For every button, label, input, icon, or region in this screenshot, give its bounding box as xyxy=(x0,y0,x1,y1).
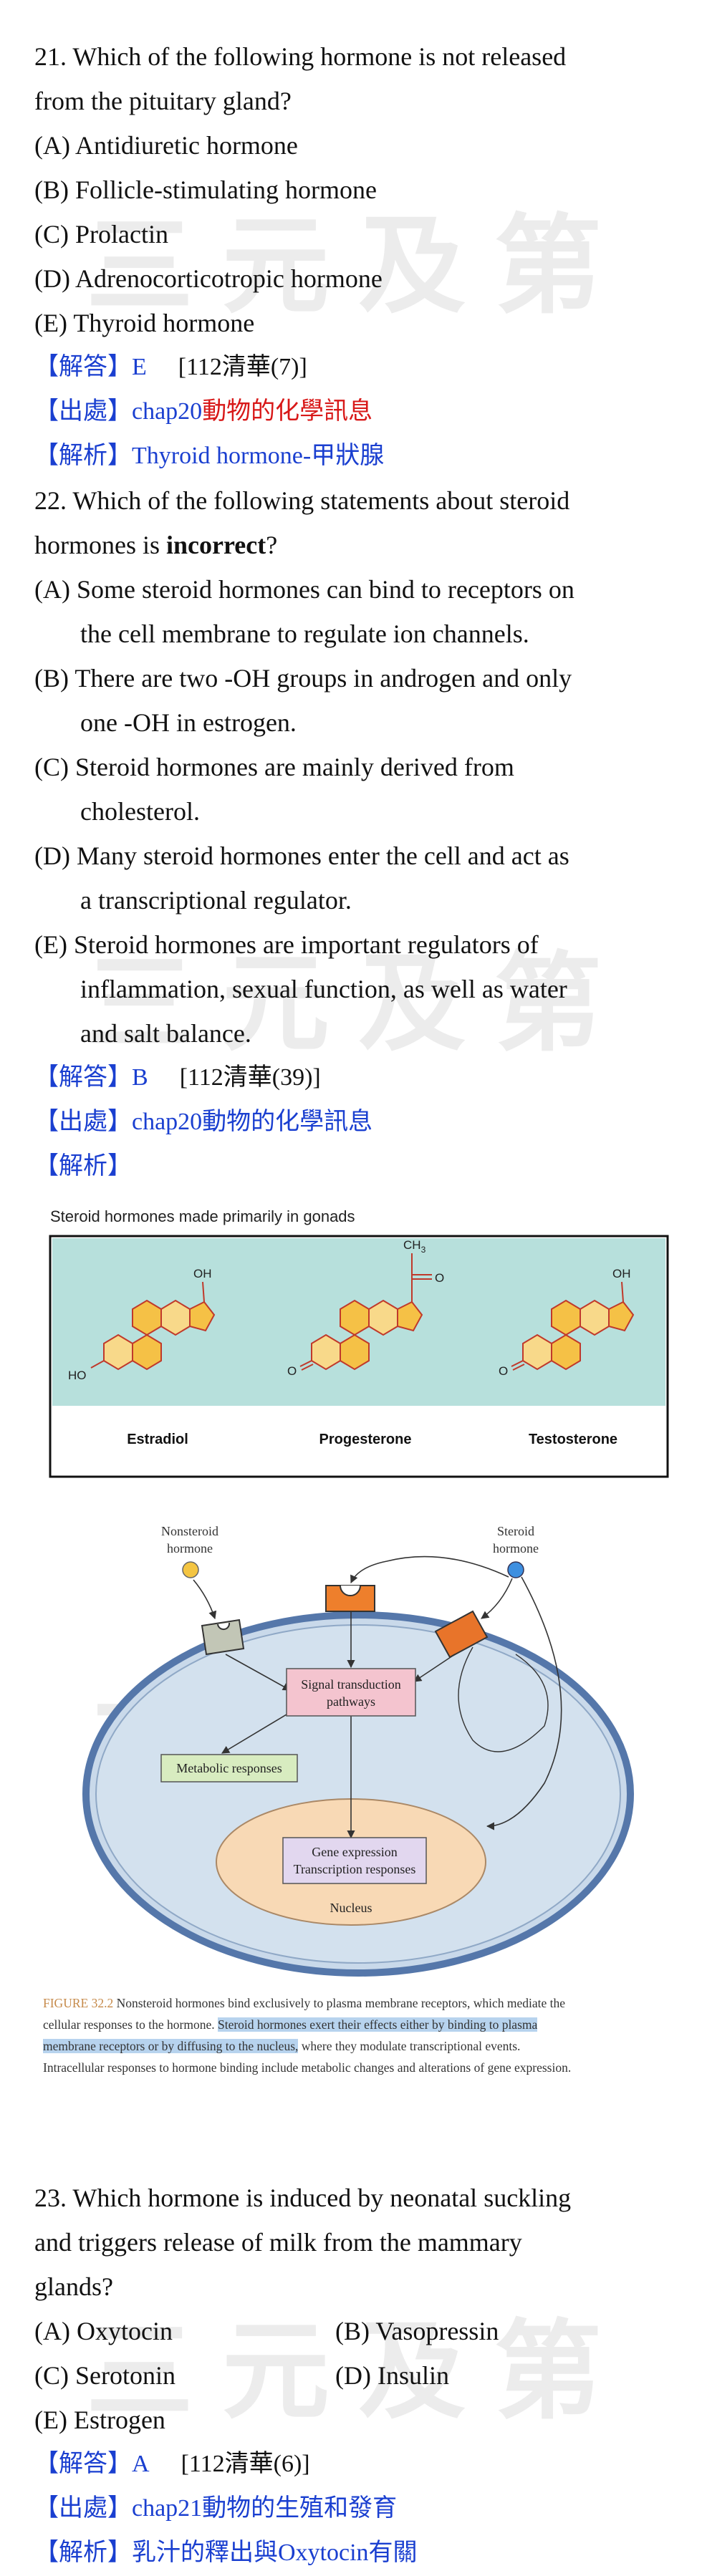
option-c-cont: cholesterol. xyxy=(80,797,200,826)
option-b-cont: one -OH in estrogen. xyxy=(80,708,297,737)
question-line: hormones is incorrect? xyxy=(34,531,278,559)
o-label: O xyxy=(435,1271,444,1285)
analysis-line: 【解析】乳汁的釋出與Oxytocin有關 xyxy=(34,2539,418,2566)
steroid-label: hormone xyxy=(493,1541,539,1555)
nonsteroid-label: Nonsteroid xyxy=(161,1524,218,1538)
signal-label: pathways xyxy=(327,1694,375,1709)
option-c: (C) Prolactin xyxy=(34,220,168,249)
question-22: 22. Which of the following statements ab… xyxy=(34,478,672,1056)
option-d: (D) Insulin xyxy=(335,2361,449,2390)
analysis-line: 【解析】Thyroid hormone-甲狀腺 xyxy=(34,443,385,469)
analysis-line: 【解析】 xyxy=(34,1153,132,1180)
option-e: (E) Steroid hormones are important regul… xyxy=(34,930,539,959)
option-c: (C) Steroid hormones are mainly derived … xyxy=(34,753,514,781)
source-line: 【出處】chap21動物的生殖和發育 xyxy=(34,2495,398,2522)
option-a-cont: the cell membrane to regulate ion channe… xyxy=(80,619,529,648)
gene-expression-box xyxy=(282,1837,427,1884)
source-line: 【出處】chap20動物的化學訊息 xyxy=(34,1109,373,1135)
oh-label: OH xyxy=(193,1267,212,1280)
membrane-receptor xyxy=(434,1610,489,1659)
steroid-label: Steroid xyxy=(497,1524,534,1538)
testosterone-name: Testosterone xyxy=(529,1432,617,1447)
figure-caption: FIGURE 32.2 Nonsteroid hormones bind exc… xyxy=(43,1996,572,2075)
option-d-cont: a transcriptional regulator. xyxy=(80,886,352,915)
membrane-receptor xyxy=(201,1619,245,1656)
signal-transduction-box xyxy=(286,1668,416,1717)
o-label: O xyxy=(499,1364,508,1378)
nonsteroid-label: hormone xyxy=(167,1541,213,1555)
oh-label: OH xyxy=(612,1267,631,1280)
progesterone-structure: O CH3 O xyxy=(287,1238,444,1378)
answer-block-21: 【解答】E[112清華(7)] 【出處】chap20動物的化學訊息 【解析】Th… xyxy=(34,345,672,478)
question-line: glands? xyxy=(34,2272,113,2301)
option-e-cont: inflammation, sexual function, as well a… xyxy=(80,975,567,1003)
answer-block-22: 【解答】B[112清華(39)] 【出處】chap20動物的化學訊息 【解析】 xyxy=(34,1056,672,1189)
option-e: (E) Thyroid hormone xyxy=(34,309,255,337)
option-a: (A) Antidiuretic hormone xyxy=(34,131,298,160)
option-d: (D) Many steroid hormones enter the cell… xyxy=(34,841,569,870)
question-23: 23. Which hormone is induced by neonatal… xyxy=(34,2176,672,2442)
progesterone-name: Progesterone xyxy=(319,1432,412,1447)
signal-label: Signal transduction xyxy=(301,1677,400,1692)
question-line: and triggers release of milk from the ma… xyxy=(34,2228,522,2257)
question-line: from the pituitary gland? xyxy=(34,87,292,115)
ho-label: HO xyxy=(68,1369,87,1382)
steroid-hormone-dot xyxy=(507,1561,524,1578)
question-line: 23. Which hormone is induced by neonatal… xyxy=(34,2184,572,2212)
options-row: (C) Serotonin (D) Insulin xyxy=(34,2353,672,2398)
gene-label: Gene expression xyxy=(312,1845,397,1859)
option-a: (A) Some steroid hormones can bind to re… xyxy=(34,575,574,604)
nucleus-label: Nucleus xyxy=(330,1901,372,1915)
o-label: O xyxy=(287,1364,297,1378)
answer-line: 【解答】E[112清華(7)] xyxy=(34,354,307,380)
watermark: 三元及第 xyxy=(85,2310,630,2434)
metabolic-label: Metabolic responses xyxy=(176,1761,282,1775)
signal-transduction-figure: Nonsteroid hormone Steroid hormone xyxy=(43,1511,673,1984)
answer-line: 【解答】A[112清華(6)] xyxy=(34,2451,310,2477)
option-e: (E) Estrogen xyxy=(34,2406,165,2434)
watermark: 三元及第 xyxy=(85,204,630,329)
option-c: (C) Serotonin xyxy=(34,2361,176,2390)
question-line: 22. Which of the following statements ab… xyxy=(34,486,570,515)
estradiol-name: Estradiol xyxy=(127,1432,188,1447)
figure-title: Steroid hormones made primarily in gonad… xyxy=(50,1207,355,1225)
gene-label: Transcription responses xyxy=(294,1862,416,1876)
steroid-structures-figure: Steroid hormones made primarily in gonad… xyxy=(43,1203,673,1504)
question-line: 21. Which of the following hormone is no… xyxy=(34,42,567,71)
testosterone-structure: OH O xyxy=(499,1267,634,1378)
option-b: (B) Vasopressin xyxy=(335,2317,499,2345)
metabolic-box xyxy=(160,1754,298,1783)
source-line: 【出處】chap20動物的化學訊息 xyxy=(34,398,373,425)
options-row: (A) Oxytocin (B) Vasopressin xyxy=(34,2309,672,2353)
answer-block-23: 【解答】A[112清華(6)] 【出處】chap21動物的生殖和發育 【解析】乳… xyxy=(34,2442,672,2575)
answer-line: 【解答】B[112清華(39)] xyxy=(34,1064,321,1091)
estradiol-structure: OH HO xyxy=(68,1267,215,1382)
option-b: (B) There are two -OH groups in androgen… xyxy=(34,664,572,693)
option-a: (A) Oxytocin xyxy=(34,2317,173,2345)
ch3-label: CH3 xyxy=(403,1238,426,1255)
option-d: (D) Adrenocorticotropic hormone xyxy=(34,264,383,293)
question-21: 21. Which of the following hormone is no… xyxy=(34,34,672,345)
option-b: (B) Follicle-stimulating hormone xyxy=(34,175,377,204)
nonsteroid-hormone-dot xyxy=(182,1561,199,1578)
option-e-cont: and salt balance. xyxy=(80,1019,251,1048)
watermark: 三元及第 xyxy=(85,942,630,1066)
